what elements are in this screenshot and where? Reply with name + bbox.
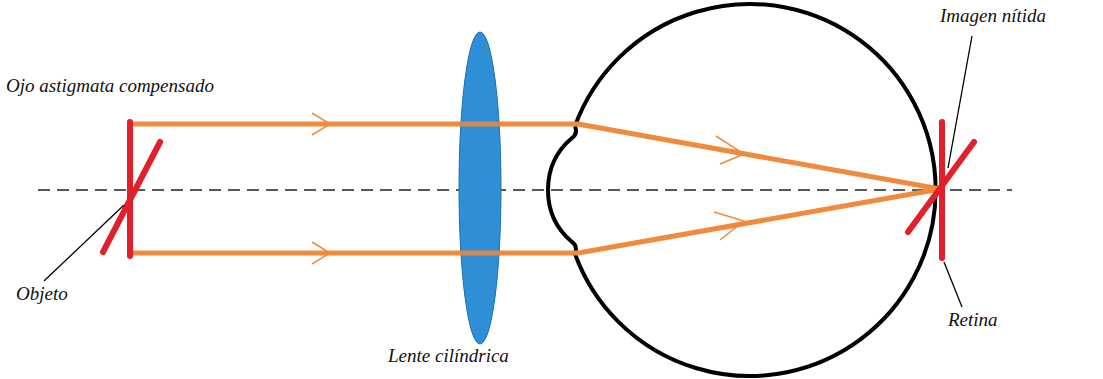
image-label: Imagen nítida (940, 6, 1046, 27)
title-label: Ojo astigmata compensado (6, 76, 214, 97)
cornea (548, 126, 576, 254)
eye-globe (575, 4, 936, 376)
retina-label: Retina (948, 310, 998, 331)
retina-image (908, 122, 974, 258)
cylindrical-lens (459, 32, 501, 344)
optical-axis (38, 189, 1012, 190)
object-label: Objeto (16, 284, 68, 305)
ray-arrows (312, 113, 744, 264)
lens-label: Lente cilíndrica (388, 346, 509, 367)
light-rays (133, 124, 940, 253)
object-cross (103, 122, 160, 256)
